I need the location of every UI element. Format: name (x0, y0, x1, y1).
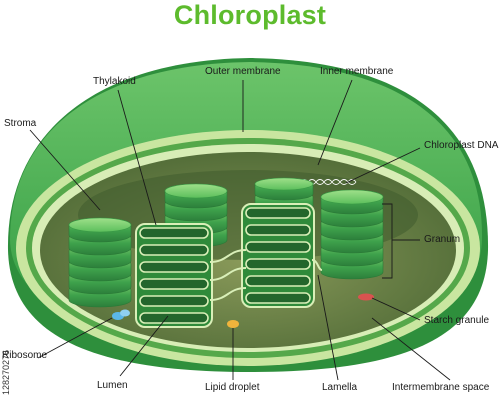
granum-stack (68, 217, 132, 308)
thylakoid-sac (245, 224, 311, 236)
thylakoid-frame (241, 203, 315, 308)
thylakoid-sac (139, 278, 209, 290)
thylakoid-sac (139, 295, 209, 307)
label-intermembrane-space: Intermembrane space (392, 382, 490, 393)
label-chloroplast-dna: Chloroplast DNA (424, 140, 499, 151)
thylakoid-sac (245, 207, 311, 219)
label-inner-membrane: Inner membrane (320, 66, 394, 77)
thylakoid-sacs (135, 203, 315, 328)
label-stroma: Stroma (4, 118, 37, 129)
label-thylakoid: Thylakoid (93, 76, 136, 87)
label-ribosome: Ribosome (2, 350, 48, 361)
thylakoid-sac (245, 258, 311, 270)
starch-granule (358, 293, 374, 301)
thylakoid-sac (139, 261, 209, 273)
diagram-title: Chloroplast (173, 0, 327, 30)
thylakoid-sac (139, 244, 209, 256)
thylakoid-frame (135, 223, 213, 328)
granum-top (68, 217, 132, 233)
thylakoid-sac (245, 275, 311, 287)
granum-top (254, 177, 314, 191)
label-lipid-droplet: Lipid droplet (205, 382, 260, 393)
granum-stack (320, 189, 384, 280)
ribosome (112, 309, 130, 320)
stock-id-watermark: 128270276 (0, 285, 14, 395)
thylakoid-sac (245, 292, 311, 304)
label-lumen: Lumen (97, 380, 128, 391)
thylakoid-sac (139, 227, 209, 239)
label-lamella: Lamella (322, 382, 358, 393)
granum-top (164, 183, 228, 199)
thylakoid-sac (245, 241, 311, 253)
lipid-droplet (227, 320, 239, 328)
thylakoid-sac (139, 312, 209, 324)
granum-top (320, 189, 384, 205)
leader-lines (29, 79, 451, 381)
label-granum: Granum (424, 234, 461, 245)
stock-id-text: 128270276 (1, 349, 11, 395)
label-starch-granule: Starch granule (424, 315, 490, 326)
lamellae (209, 249, 323, 301)
label-outer-membrane: Outer membrane (205, 66, 281, 77)
